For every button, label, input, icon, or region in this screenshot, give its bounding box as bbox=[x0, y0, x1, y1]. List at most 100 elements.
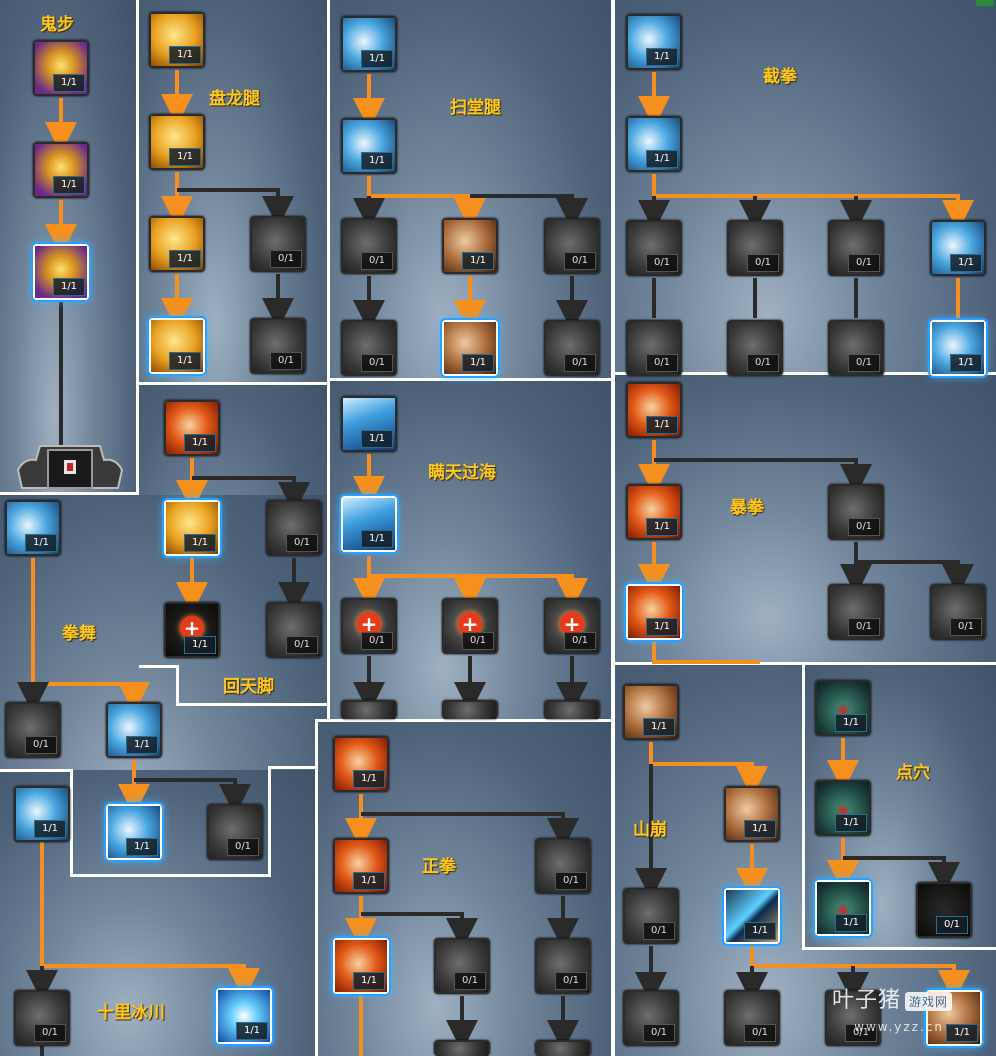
level-badge: 0/1 bbox=[361, 252, 393, 270]
skill-node-quanwu-4[interactable]: 1/1 bbox=[106, 804, 162, 860]
skill-node-jiequan-8[interactable]: 0/1 bbox=[727, 320, 783, 376]
skill-node-saotangtui-8[interactable]: 0/1 bbox=[544, 320, 600, 376]
skill-node-baoquan-2[interactable]: 1/1 bbox=[626, 484, 682, 540]
skill-node-panlongtui-1[interactable]: 1/1 bbox=[149, 12, 205, 68]
separator bbox=[0, 769, 72, 772]
skill-node-baoquan-1[interactable]: 1/1 bbox=[626, 382, 682, 438]
skill-node-panlongtui-5[interactable]: 1/1 bbox=[149, 318, 205, 374]
skill-node-shanbeng-5[interactable]: 0/1 bbox=[623, 990, 679, 1046]
skill-node-baoquan-6[interactable]: 0/1 bbox=[930, 584, 986, 640]
skill-node-baoquan-5[interactable]: 0/1 bbox=[828, 584, 884, 640]
skill-node-mantianguohai-4[interactable]: +0/1 bbox=[442, 598, 498, 654]
skill-node-jiequan-2[interactable]: 1/1 bbox=[626, 116, 682, 172]
skill-node-quanwu-3[interactable]: 1/1 bbox=[106, 702, 162, 758]
skill-node-jiequan-1[interactable]: 1/1 bbox=[626, 14, 682, 70]
skill-node-panlongtui-4[interactable]: 0/1 bbox=[250, 216, 306, 272]
skill-node-jiequan-5[interactable]: 0/1 bbox=[828, 220, 884, 276]
level-badge: 1/1 bbox=[184, 534, 216, 552]
level-badge: 1/1 bbox=[53, 176, 85, 194]
level-badge: 1/1 bbox=[184, 636, 216, 654]
skill-node-mantianguohai-7[interactable] bbox=[442, 700, 498, 719]
level-badge: 1/1 bbox=[184, 434, 216, 452]
skill-node-panlongtui-6[interactable]: 0/1 bbox=[250, 318, 306, 374]
separator bbox=[611, 0, 615, 1056]
level-badge: 0/1 bbox=[564, 252, 596, 270]
skill-node-huitianjiao-4[interactable]: +1/1 bbox=[164, 602, 220, 658]
skill-node-quanwu-1[interactable]: 1/1 bbox=[5, 500, 61, 556]
skill-node-zhengquan-6[interactable]: 0/1 bbox=[535, 938, 591, 994]
skill-node-huitianjiao-3[interactable]: 0/1 bbox=[266, 500, 322, 556]
separator bbox=[139, 665, 179, 668]
skill-node-zhengquan-3[interactable]: 0/1 bbox=[535, 838, 591, 894]
skill-node-guibu-3[interactable]: 1/1 bbox=[33, 244, 89, 300]
level-badge: 0/1 bbox=[227, 838, 259, 856]
skill-node-mantianguohai-5[interactable]: +0/1 bbox=[544, 598, 600, 654]
skill-node-mantianguohai-8[interactable] bbox=[544, 700, 600, 719]
skill-node-zhengquan-4[interactable]: 1/1 bbox=[333, 938, 389, 994]
tree-title-guibu: 鬼步 bbox=[40, 15, 74, 35]
level-badge: 1/1 bbox=[946, 1024, 978, 1042]
level-badge: 1/1 bbox=[835, 714, 867, 732]
skill-node-shanbeng-4[interactable]: 1/1 bbox=[724, 888, 780, 944]
skill-node-jiequan-9[interactable]: 0/1 bbox=[828, 320, 884, 376]
separator bbox=[268, 766, 318, 769]
skill-node-shanbeng-1[interactable]: 1/1 bbox=[623, 684, 679, 740]
skill-node-saotangtui-6[interactable]: 0/1 bbox=[341, 320, 397, 376]
level-badge: 1/1 bbox=[950, 354, 982, 372]
skill-node-baoquan-4[interactable]: 1/1 bbox=[626, 584, 682, 640]
skill-node-shilibingchuan-2[interactable]: 0/1 bbox=[14, 990, 70, 1046]
skill-node-shilibingchuan-1[interactable]: 1/1 bbox=[14, 786, 70, 842]
skill-node-huitianjiao-5[interactable]: 0/1 bbox=[266, 602, 322, 658]
watermark-brand: 叶子猪 bbox=[831, 988, 901, 1013]
skill-node-dianxue-1[interactable]: 1/1 bbox=[815, 680, 871, 736]
level-badge: 0/1 bbox=[555, 972, 587, 990]
skill-node-dianxue-2[interactable]: 1/1 bbox=[815, 780, 871, 836]
skill-node-dianxue-3[interactable]: 1/1 bbox=[815, 880, 871, 936]
skill-node-saotangtui-2[interactable]: 1/1 bbox=[341, 118, 397, 174]
skill-node-mantianguohai-3[interactable]: +0/1 bbox=[341, 598, 397, 654]
skill-node-guibu-2[interactable]: 1/1 bbox=[33, 142, 89, 198]
skill-node-huitianjiao-2[interactable]: 1/1 bbox=[164, 500, 220, 556]
skill-node-saotangtui-4[interactable]: 1/1 bbox=[442, 218, 498, 274]
skill-node-zhengquan-5[interactable]: 0/1 bbox=[434, 938, 490, 994]
level-badge: 1/1 bbox=[169, 352, 201, 370]
skill-node-shanbeng-2[interactable]: 1/1 bbox=[724, 786, 780, 842]
skill-node-saotangtui-1[interactable]: 1/1 bbox=[341, 16, 397, 72]
skill-node-huitianjiao-1[interactable]: 1/1 bbox=[164, 400, 220, 456]
skill-node-shilibingchuan-3[interactable]: 1/1 bbox=[216, 988, 272, 1044]
skill-node-shanbeng-6[interactable]: 0/1 bbox=[724, 990, 780, 1046]
skill-node-zhengquan-7[interactable] bbox=[434, 1040, 490, 1056]
skill-node-dianxue-4[interactable]: 0/1 bbox=[916, 882, 972, 938]
skill-node-jiequan-3[interactable]: 0/1 bbox=[626, 220, 682, 276]
level-badge: 1/1 bbox=[34, 820, 66, 838]
skill-node-jiequan-7[interactable]: 0/1 bbox=[626, 320, 682, 376]
level-badge: 0/1 bbox=[848, 518, 880, 536]
tree-title-shilibingchuan: 十里冰川 bbox=[97, 1003, 165, 1023]
skill-node-panlongtui-2[interactable]: 1/1 bbox=[149, 114, 205, 170]
skill-node-saotangtui-3[interactable]: 0/1 bbox=[341, 218, 397, 274]
skill-node-jiequan-4[interactable]: 0/1 bbox=[727, 220, 783, 276]
skill-node-mantianguohai-6[interactable] bbox=[341, 700, 397, 719]
skill-node-saotangtui-7[interactable]: 1/1 bbox=[442, 320, 498, 376]
skill-node-shanbeng-3[interactable]: 0/1 bbox=[623, 888, 679, 944]
skill-node-zhengquan-8[interactable] bbox=[535, 1040, 591, 1056]
level-badge: 1/1 bbox=[353, 872, 385, 890]
skill-node-mantianguohai-2[interactable]: 1/1 bbox=[341, 496, 397, 552]
separator bbox=[268, 766, 271, 877]
level-badge: 1/1 bbox=[835, 814, 867, 832]
skill-node-baoquan-3[interactable]: 0/1 bbox=[828, 484, 884, 540]
skill-node-quanwu-2[interactable]: 0/1 bbox=[5, 702, 61, 758]
skill-node-mantianguohai-1[interactable]: 1/1 bbox=[341, 396, 397, 452]
skill-node-zhengquan-2[interactable]: 1/1 bbox=[333, 838, 389, 894]
separator bbox=[136, 0, 139, 492]
skill-node-zhengquan-1[interactable]: 1/1 bbox=[333, 736, 389, 792]
skill-icon bbox=[444, 702, 496, 719]
skill-node-jiequan-10[interactable]: 1/1 bbox=[930, 320, 986, 376]
skill-node-quanwu-5[interactable]: 0/1 bbox=[207, 804, 263, 860]
skill-node-guibu-1[interactable]: 1/1 bbox=[33, 40, 89, 96]
skill-node-saotangtui-5[interactable]: 0/1 bbox=[544, 218, 600, 274]
skill-node-panlongtui-3[interactable]: 1/1 bbox=[149, 216, 205, 272]
tree-title-panlongtui: 盘龙腿 bbox=[209, 89, 260, 109]
skill-node-jiequan-6[interactable]: 1/1 bbox=[930, 220, 986, 276]
skill-node-shanbeng-7[interactable]: 0/1 bbox=[825, 990, 881, 1046]
